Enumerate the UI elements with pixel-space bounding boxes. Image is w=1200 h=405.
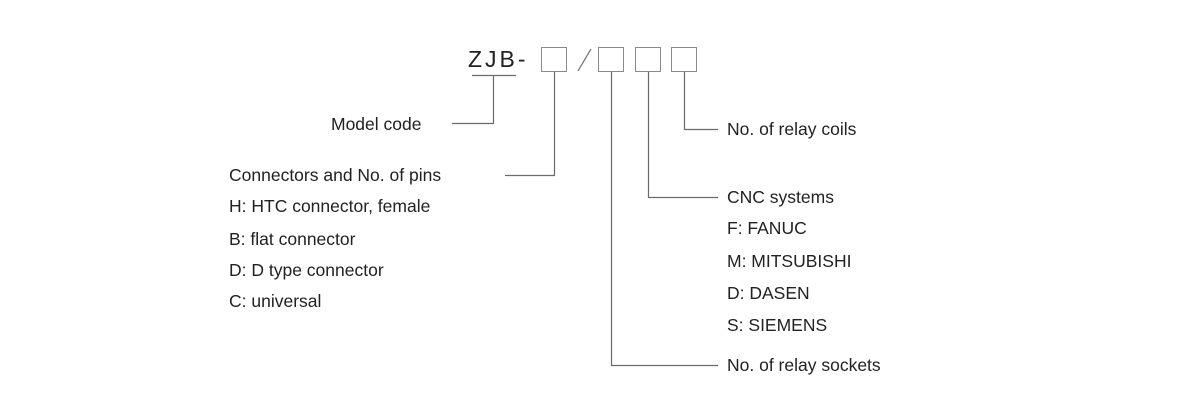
model-code-leader [452,75,495,125]
slot-box-connectors [541,47,567,72]
label-relay-sockets: No. of relay sockets [727,355,881,375]
label-model-code: Model code [331,114,422,134]
cnc-systems-leader [647,72,718,199]
slot-separator-slash [577,48,592,72]
model-prefix: ZJB- [468,46,529,72]
relay-sockets-leader [610,72,718,367]
cnc-option: M: MITSUBISHI [727,251,852,271]
connector-option: C: universal [229,291,322,311]
cnc-option: S: SIEMENS [727,315,828,335]
slot-box-cnc-system [635,47,661,72]
connectors-leader [505,72,556,177]
slot-box-relay-coils [671,47,697,72]
connector-option: B: flat connector [229,229,356,249]
connector-option: H: HTC connector, female [229,196,431,216]
cnc-option: F: FANUC [727,218,807,238]
relay-coils-leader [683,72,718,131]
label-cnc-systems-title: CNC systems [727,187,834,207]
label-connectors-title: Connectors and No. of pins [229,165,442,185]
cnc-option: D: DASEN [727,283,810,303]
slot-box-relay-sockets [598,47,624,72]
connector-option: D: D type connector [229,260,384,280]
label-relay-coils: No. of relay coils [727,119,857,139]
